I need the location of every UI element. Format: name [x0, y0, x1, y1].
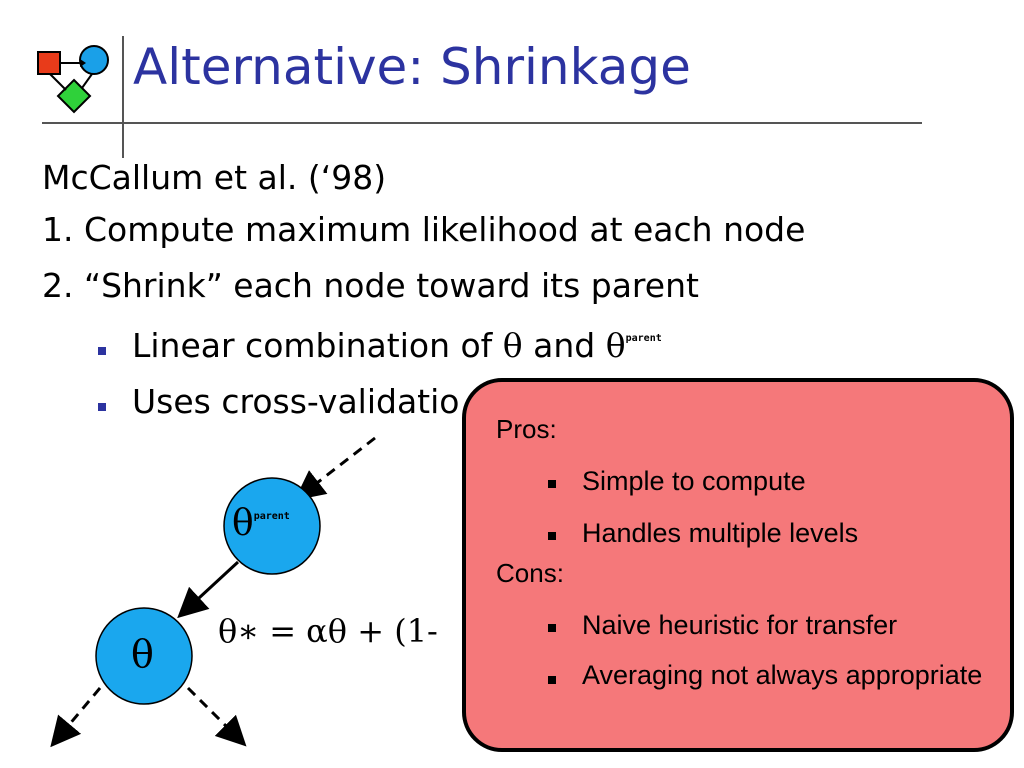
slide-title: Alternative: Shrinkage — [133, 38, 691, 96]
pros-item: Simple to compute — [582, 466, 806, 496]
shrinkage-formula: θ∗ = αθ + (1- — [218, 612, 438, 650]
cons-item: Averaging not always appropriate — [582, 660, 983, 690]
title-underline — [42, 122, 922, 124]
bullet-marker — [98, 403, 106, 411]
child-node-label: θ — [131, 632, 154, 676]
parent-node-label: θparent — [232, 503, 290, 544]
parent-node — [223, 477, 321, 575]
citation: McCallum et al. (‘98) — [42, 158, 387, 197]
child-left-dashed-arrow — [50, 687, 102, 748]
bullet-cross-validation: Uses cross-validatio — [132, 382, 460, 421]
pros-label: Pros: — [496, 414, 557, 444]
bullet-marker — [548, 532, 556, 540]
incoming-dashed-arrow — [294, 436, 376, 501]
cons-label: Cons: — [496, 558, 564, 588]
logo-icon — [37, 45, 109, 114]
step-1: 1. Compute maximum likelihood at each no… — [42, 210, 806, 249]
child-right-dashed-arrow — [186, 686, 247, 747]
cons-item: Naive heuristic for transfer — [582, 610, 898, 640]
child-node — [95, 607, 193, 705]
bullet-marker — [98, 347, 106, 355]
bullet-marker — [548, 480, 556, 488]
pros-cons-callout: Pros: Simple to compute Handles multiple… — [462, 378, 1014, 752]
pros-item: Handles multiple levels — [582, 518, 859, 548]
parent-to-child-arrow — [177, 560, 240, 619]
bullet-linear-combination: Linear combination of θ and θparent — [132, 326, 662, 365]
bullet-marker — [548, 676, 556, 684]
step-2: 2. “Shrink” each node toward its parent — [42, 266, 699, 305]
title-divider — [122, 36, 124, 158]
bullet-marker — [548, 624, 556, 632]
